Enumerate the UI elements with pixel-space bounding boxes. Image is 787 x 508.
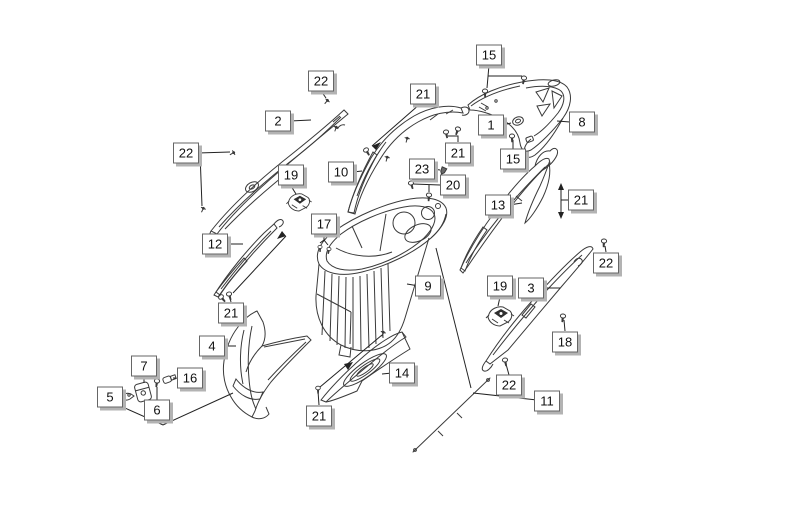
part-9-storage-box-drawing	[315, 197, 448, 358]
callout-7[interactable]: 7	[131, 355, 157, 377]
callout-22[interactable]: 22	[308, 70, 334, 92]
callout-15[interactable]: 15	[476, 44, 502, 66]
callout-17[interactable]: 17	[311, 213, 337, 235]
callout-8[interactable]: 8	[569, 111, 595, 133]
part-10-spoiler-drawing	[347, 105, 470, 215]
callout-21[interactable]: 21	[306, 405, 332, 427]
callout-21[interactable]: 21	[218, 302, 244, 324]
callout-15[interactable]: 15	[500, 148, 526, 170]
callout-19[interactable]: 19	[487, 275, 513, 297]
callout-22[interactable]: 22	[173, 142, 199, 164]
callout-1[interactable]: 1	[478, 114, 504, 136]
callout-3[interactable]: 3	[518, 277, 544, 299]
callout-5[interactable]: 5	[97, 386, 123, 408]
callout-19[interactable]: 19	[278, 164, 304, 186]
part-14-lower-trim-drawing	[320, 331, 411, 403]
part-1-buffer-drawing	[512, 116, 524, 126]
callout-9[interactable]: 9	[415, 275, 441, 297]
part-4-front-shield-drawing	[222, 310, 312, 420]
part-5-hook-drawing	[120, 392, 135, 401]
part-13-side-panel-drawing	[459, 147, 558, 274]
callout-12[interactable]: 12	[202, 233, 228, 255]
callout-6[interactable]: 6	[144, 399, 170, 421]
callout-4[interactable]: 4	[199, 335, 225, 357]
callout-20[interactable]: 20	[440, 174, 466, 196]
part-16-clip-drawing	[162, 374, 177, 384]
callout-13[interactable]: 13	[485, 194, 511, 216]
callout-21[interactable]: 21	[568, 189, 594, 211]
part-11-trim-strip-drawing	[412, 377, 491, 453]
callout-21[interactable]: 21	[445, 142, 471, 164]
callout-10[interactable]: 10	[328, 161, 354, 183]
callout-21[interactable]: 21	[410, 83, 436, 105]
callout-16[interactable]: 16	[177, 367, 203, 389]
callout-14[interactable]: 14	[389, 362, 415, 384]
callout-22[interactable]: 22	[496, 374, 522, 396]
callout-11[interactable]: 11	[534, 390, 560, 412]
callout-2[interactable]: 2	[265, 110, 291, 132]
callout-18[interactable]: 18	[552, 331, 578, 353]
part-12-side-trim-drawing	[213, 219, 284, 298]
callout-22[interactable]: 22	[593, 252, 619, 274]
callout-23[interactable]: 23	[409, 158, 435, 180]
